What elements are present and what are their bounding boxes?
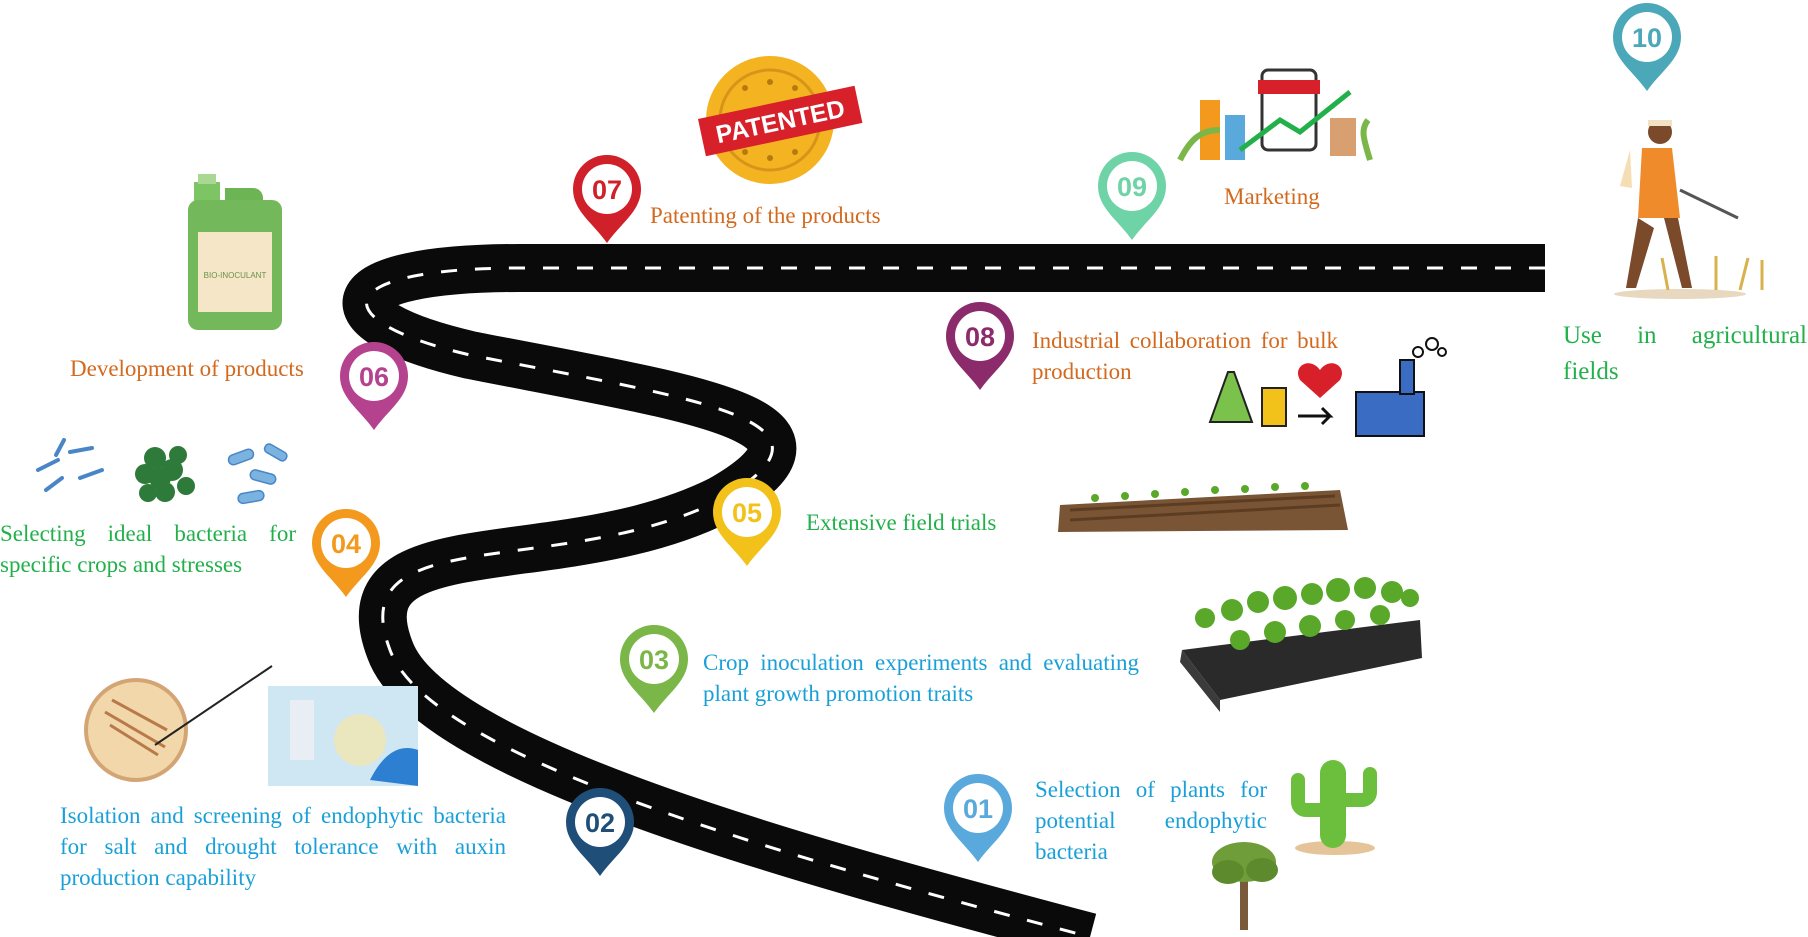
canister-label: BIO-INOCULANT (204, 271, 267, 280)
step-09-text: Marketing (1224, 184, 1320, 209)
step-05-pin: 05 (713, 478, 781, 566)
canister-illustration: BIO-INOCULANT (188, 174, 282, 330)
step-05-number: 05 (732, 498, 762, 528)
marketing-illustration (1177, 68, 1373, 162)
step-10-text: Use in agricultural fields (1563, 322, 1807, 385)
step-03-text: Crop inoculation experiments and evaluat… (703, 650, 1139, 706)
patented-stamp: PATENTED (698, 56, 863, 184)
step-08-text: Industrial collaboration for bulk produc… (1032, 328, 1338, 384)
step-04-pin: 04 (312, 509, 380, 597)
step-03-pin: 03 (620, 625, 688, 713)
step-02-pin: 02 (566, 788, 634, 876)
step-04-text: Selecting ideal bacteria for specific cr… (0, 521, 296, 577)
step-10-number: 10 (1632, 23, 1662, 53)
step-06-number: 06 (359, 362, 389, 392)
step-08-pin: 08 (946, 302, 1014, 390)
microscope-photo (268, 686, 418, 786)
step-07-number: 07 (592, 175, 622, 205)
step-05-text: Extensive field trials (806, 510, 997, 535)
step-02-number: 02 (585, 808, 615, 838)
step-07-pin: 07 (573, 155, 641, 243)
farmer-illustration (1614, 120, 1764, 299)
field-illustration (1058, 482, 1348, 532)
road (342, 244, 1545, 937)
step-08-number: 08 (965, 322, 995, 352)
step-03-number: 03 (639, 645, 669, 675)
step-01-text: Selection of plants for potential endoph… (1035, 777, 1267, 864)
cactus-illustration (1291, 760, 1377, 855)
petri-dish-illustration (84, 665, 273, 782)
step-09-pin: 09 (1098, 152, 1166, 240)
step-07-text: Patenting of the products (650, 203, 881, 228)
step-09-number: 09 (1117, 172, 1147, 202)
step-02-text: Isolation and screening of endophytic ba… (60, 803, 506, 890)
step-01-number: 01 (963, 794, 993, 824)
industry-illustration (1208, 337, 1447, 437)
tree-illustration (1212, 842, 1278, 930)
step-06-pin: 06 (340, 342, 408, 430)
step-01-pin: 01 (944, 774, 1012, 862)
step-04-number: 04 (331, 529, 361, 559)
step-10-pin: 10 (1613, 3, 1681, 91)
step-06-text: Development of products (70, 356, 304, 381)
bacteria-illustration (36, 438, 288, 505)
seedling-tray-illustration (1180, 577, 1422, 712)
